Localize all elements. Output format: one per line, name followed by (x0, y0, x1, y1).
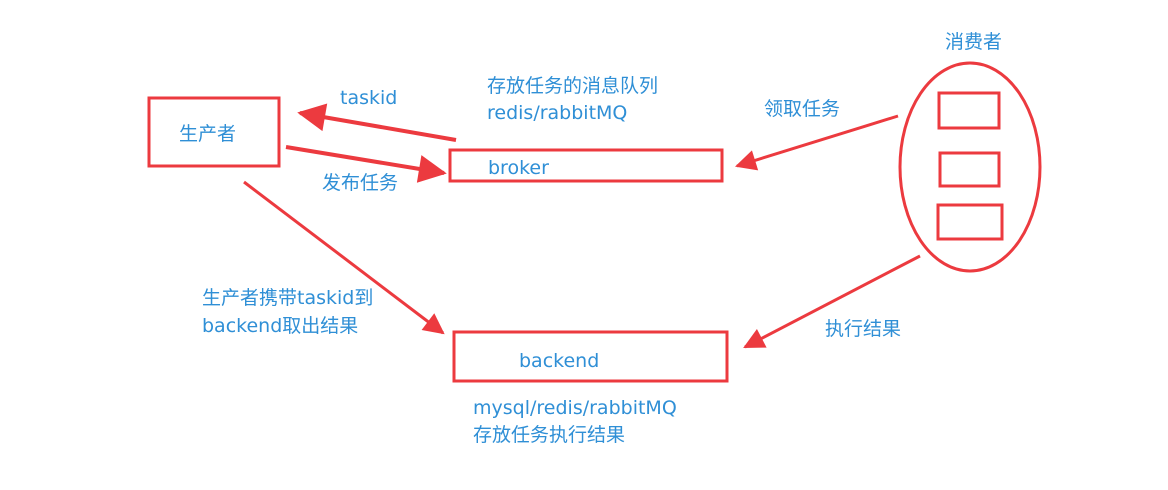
consumers-title: 消费者 (945, 31, 1003, 53)
producer-label: 生产者 (179, 123, 237, 145)
broker-description-line2: redis/rabbitMQ (487, 102, 628, 124)
worker-box (938, 151, 1001, 188)
worker-box (936, 203, 1004, 241)
taskid-label: taskid (340, 87, 398, 109)
worker-box (937, 91, 1001, 130)
broker-description-line1: 存放任务的消息队列 (487, 75, 659, 97)
fetch-task-label: 领取任务 (764, 98, 841, 120)
arrow-consumers-to-broker (734, 114, 899, 171)
backend-box (452, 330, 729, 383)
backend-description-line2: 存放任务执行结果 (473, 424, 626, 446)
broker-box (448, 148, 724, 183)
arrow-producer-to-backend (243, 180, 445, 335)
backend-description-line1: mysql/redis/rabbitMQ (473, 397, 677, 419)
producer-fetch-label-line2: backend取出结果 (202, 315, 359, 337)
producer-fetch-label-line1: 生产者携带taskid到 (202, 287, 374, 309)
producer-box (147, 96, 281, 168)
arrow-broker-to-producer (297, 103, 457, 142)
publish-task-label: 发布任务 (322, 172, 399, 194)
backend-label: backend (519, 350, 600, 372)
arrow-consumers-to-backend (743, 254, 921, 349)
arrow-producer-to-broker (285, 145, 447, 183)
consumer-group-ellipse (898, 61, 1042, 273)
exec-result-label: 执行结果 (825, 318, 902, 340)
broker-label: broker (488, 157, 549, 179)
